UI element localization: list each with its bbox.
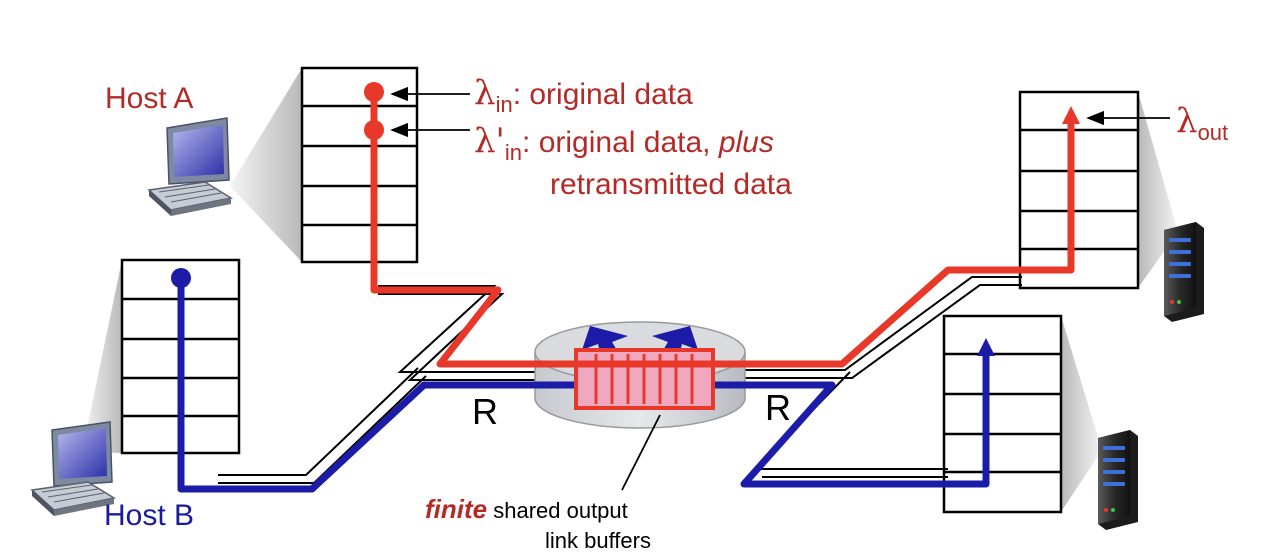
rate-pointers [390, 86, 1170, 491]
server-bottom-buffer [942, 314, 1063, 514]
host-a-label: Host A [105, 82, 193, 115]
right-link-rate: R [765, 387, 791, 428]
server-top-buffer [1018, 90, 1140, 290]
buffer-note-line2: link buffers [545, 528, 651, 553]
host-b-label: Host B [104, 499, 194, 532]
laptop-icon [30, 421, 117, 516]
lambda-out-label: λout [1176, 101, 1228, 145]
shared-output-buffer [574, 348, 715, 410]
buffer-note-line1: finite shared output [425, 494, 628, 524]
server-icon [1164, 222, 1204, 322]
left-link-rate: R [472, 391, 498, 432]
host-a-flow [364, 82, 1080, 368]
lambda-in-label: λin: original data [474, 73, 693, 117]
lambda-prime-in-label: λ'in: original data, plus [474, 121, 774, 165]
server-icon [1098, 430, 1138, 530]
laptop-icon [147, 117, 234, 216]
retransmitted-label: retransmitted data [550, 168, 792, 201]
zoom-wedges [82, 68, 1178, 512]
host-a-buffer [300, 66, 419, 264]
